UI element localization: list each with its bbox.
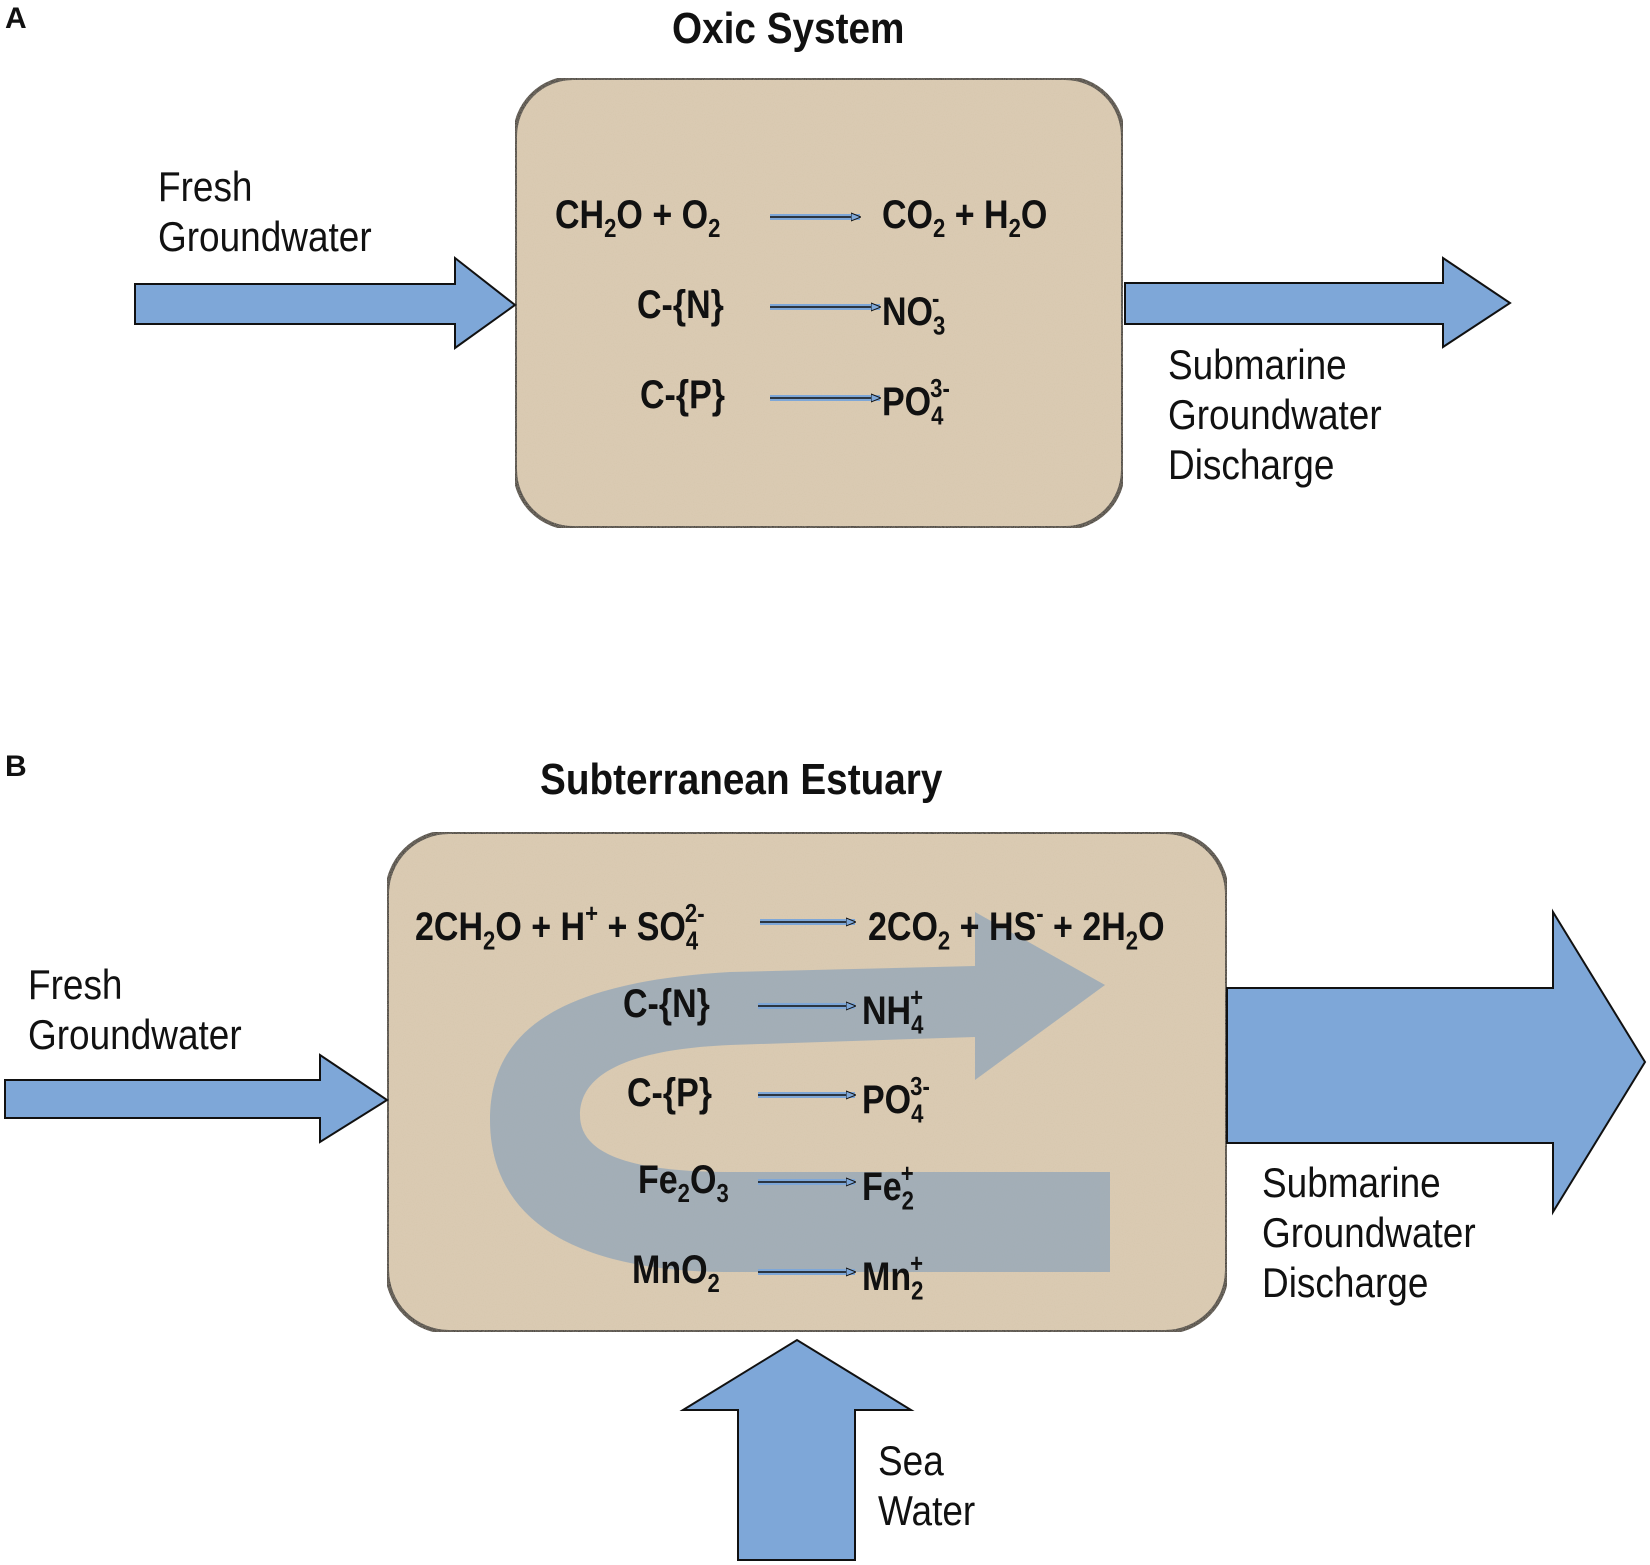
reaction-a3-lhs: C-{P} xyxy=(640,373,726,417)
panel-a-inflow-arrow xyxy=(134,255,517,350)
seawater-label: Sea Water xyxy=(878,1436,975,1536)
seawater-inflow-arrow xyxy=(679,1338,915,1561)
seawater-label-line: Sea xyxy=(878,1437,944,1484)
reaction-b1-lhs: 2CH2O + H+ + SO42- xyxy=(415,898,705,956)
inflow-label-line: Groundwater xyxy=(28,1011,242,1058)
panel-b-outflow-arrow xyxy=(1226,908,1647,1216)
reaction-a3-rhs: PO43- xyxy=(882,373,950,431)
outflow-label-line: Submarine xyxy=(1262,1159,1441,1206)
panel-a-inflow-label: Fresh Groundwater xyxy=(158,162,372,262)
reaction-b3-rhs: PO43- xyxy=(862,1071,930,1129)
outflow-label-line: Submarine xyxy=(1168,341,1347,388)
panel-b-title: Subterranean Estuary xyxy=(540,755,943,804)
panel-b-reaction-arrows xyxy=(758,922,855,1272)
outflow-label-line: Discharge xyxy=(1262,1259,1429,1306)
panel-b-inflow-label: Fresh Groundwater xyxy=(28,960,242,1060)
panel-a-reaction-arrows xyxy=(770,217,880,398)
reaction-b2-rhs: NH4+ xyxy=(862,982,924,1040)
seawater-label-line: Water xyxy=(878,1487,976,1534)
panel-a-title: Oxic System xyxy=(672,4,905,53)
panel-b-letter: B xyxy=(5,750,27,783)
reaction-a1-lhs: CH2O + O2 xyxy=(555,193,721,244)
reaction-b5-lhs: MnO2 xyxy=(632,1248,720,1299)
reaction-b3-lhs: C-{P} xyxy=(627,1071,713,1115)
oxic-system-box xyxy=(513,76,1125,530)
panel-a-letter: A xyxy=(5,2,27,35)
reaction-b2-lhs: C-{N} xyxy=(623,982,710,1026)
inflow-label-line: Fresh xyxy=(158,163,253,210)
outflow-label-line: Groundwater xyxy=(1262,1209,1476,1256)
inflow-label-line: Fresh xyxy=(28,961,123,1008)
reaction-a2-lhs: C-{N} xyxy=(637,283,724,327)
panel-a-outflow-label: Submarine Groundwater Discharge xyxy=(1168,340,1382,490)
reaction-b4-lhs: Fe2O3 xyxy=(638,1158,729,1209)
mixing-circulation-arrow xyxy=(490,912,1110,1272)
reaction-b5-rhs: Mn2+ xyxy=(862,1248,924,1306)
panel-b-inflow-arrow xyxy=(4,1053,389,1144)
reaction-b4-rhs: Fe2+ xyxy=(862,1158,914,1216)
reaction-a2-rhs: NO3- xyxy=(882,283,946,341)
outflow-label-line: Discharge xyxy=(1168,441,1335,488)
outflow-label-line: Groundwater xyxy=(1168,391,1382,438)
reaction-b1-rhs: 2CO2 + HS- + 2H2O xyxy=(868,898,1165,956)
inflow-label-line: Groundwater xyxy=(158,213,372,260)
reaction-a1-rhs: CO2 + H2O xyxy=(882,193,1048,244)
panel-b-outflow-label: Submarine Groundwater Discharge xyxy=(1262,1158,1476,1308)
panel-a-outflow-arrow xyxy=(1124,256,1512,349)
